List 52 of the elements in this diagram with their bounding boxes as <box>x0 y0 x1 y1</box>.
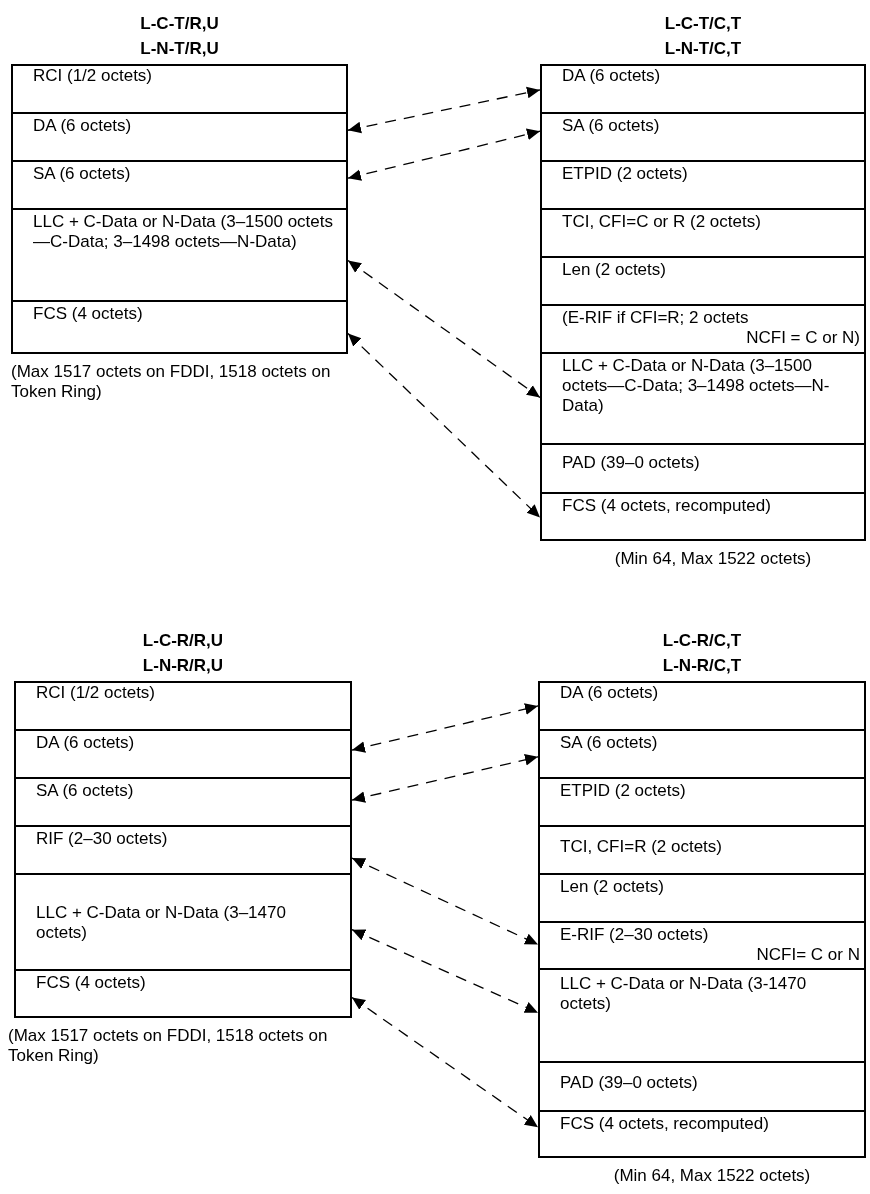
field-label: SA (6 octets) <box>559 733 659 753</box>
field-label: RIF (2–30 octets) <box>35 829 169 849</box>
field-label: FCS (4 octets) <box>32 304 144 324</box>
dashed-arrow <box>351 929 539 1014</box>
field-label: RCI (1/2 octets) <box>32 66 154 86</box>
dashed-arrow <box>347 86 541 134</box>
dashed-arrow <box>347 128 541 181</box>
frame-heading: L-N-R/R,U <box>141 656 225 676</box>
dashed-arrow <box>351 703 539 753</box>
field-label: TCI, CFI=C or R (2 octets) <box>561 212 762 232</box>
dashed-arrow <box>351 857 539 946</box>
frame-heading: L-C-R/R,U <box>141 631 225 651</box>
frame-heading: L-C-T/R,U <box>139 14 220 34</box>
field-label: DA (6 octets) <box>32 116 133 136</box>
field-label: Len (2 octets) <box>561 260 667 280</box>
field-label: LLC + C-Data or N-Data (3–1470 octets) <box>35 903 287 943</box>
field-label: LLC + C-Data or N-Data (3–1500 octets—C-Data; 3–1498 octets—N-Data) <box>561 356 831 416</box>
field-label: DA (6 octets) <box>559 683 660 703</box>
field-label: PAD (39–0 octets) <box>561 453 701 473</box>
frame-caption: (Min 64, Max 1522 octets) <box>613 549 813 569</box>
frame-heading: L-N-T/C,T <box>663 39 743 59</box>
frame-heading: L-C-T/C,T <box>663 14 743 34</box>
field-label: LLC + C-Data or N-Data (3-1470 octets) <box>559 974 808 1014</box>
dashed-arrow <box>351 996 539 1128</box>
field-label: Len (2 octets) <box>559 877 665 897</box>
frame-heading: L-C-R/C,T <box>661 631 743 651</box>
field-label: FCS (4 octets, recomputed) <box>559 1114 770 1134</box>
field-label: NCFI= C or N <box>755 945 861 965</box>
field-label: (E-RIF if CFI=R; 2 octets <box>561 308 750 328</box>
field-label: NCFI = C or N) <box>745 328 861 348</box>
field-label: ETPID (2 octets) <box>561 164 689 184</box>
frame-caption: (Min 64, Max 1522 octets) <box>612 1166 812 1186</box>
field-label: E-RIF (2–30 octets) <box>559 925 710 945</box>
dashed-arrow <box>347 332 541 519</box>
field-label: SA (6 octets) <box>561 116 661 136</box>
field-label: SA (6 octets) <box>35 781 135 801</box>
frame-caption: (Max 1517 octets on FDDI, 1518 octets on Token Ring) <box>8 1026 329 1066</box>
dashed-arrow <box>347 259 541 399</box>
field-label: TCI, CFI=R (2 octets) <box>559 837 723 857</box>
frame-caption: (Max 1517 octets on FDDI, 1518 octets on Token Ring) <box>11 362 332 402</box>
field-label: PAD (39–0 octets) <box>559 1073 699 1093</box>
field-label: DA (6 octets) <box>561 66 662 86</box>
field-label: SA (6 octets) <box>32 164 132 184</box>
field-label: ETPID (2 octets) <box>559 781 687 801</box>
field-label: FCS (4 octets) <box>35 973 147 993</box>
field-label: LLC + C-Data or N-Data (3–1500 octets—C-Data; 3–1498 octets—N-Data) <box>32 212 334 252</box>
field-label: DA (6 octets) <box>35 733 136 753</box>
field-label: FCS (4 octets, recomputed) <box>561 496 772 516</box>
field-label: RCI (1/2 octets) <box>35 683 157 703</box>
frame-heading: L-N-T/R,U <box>139 39 220 59</box>
dashed-arrow <box>351 754 539 803</box>
frame-heading: L-N-R/C,T <box>661 656 743 676</box>
